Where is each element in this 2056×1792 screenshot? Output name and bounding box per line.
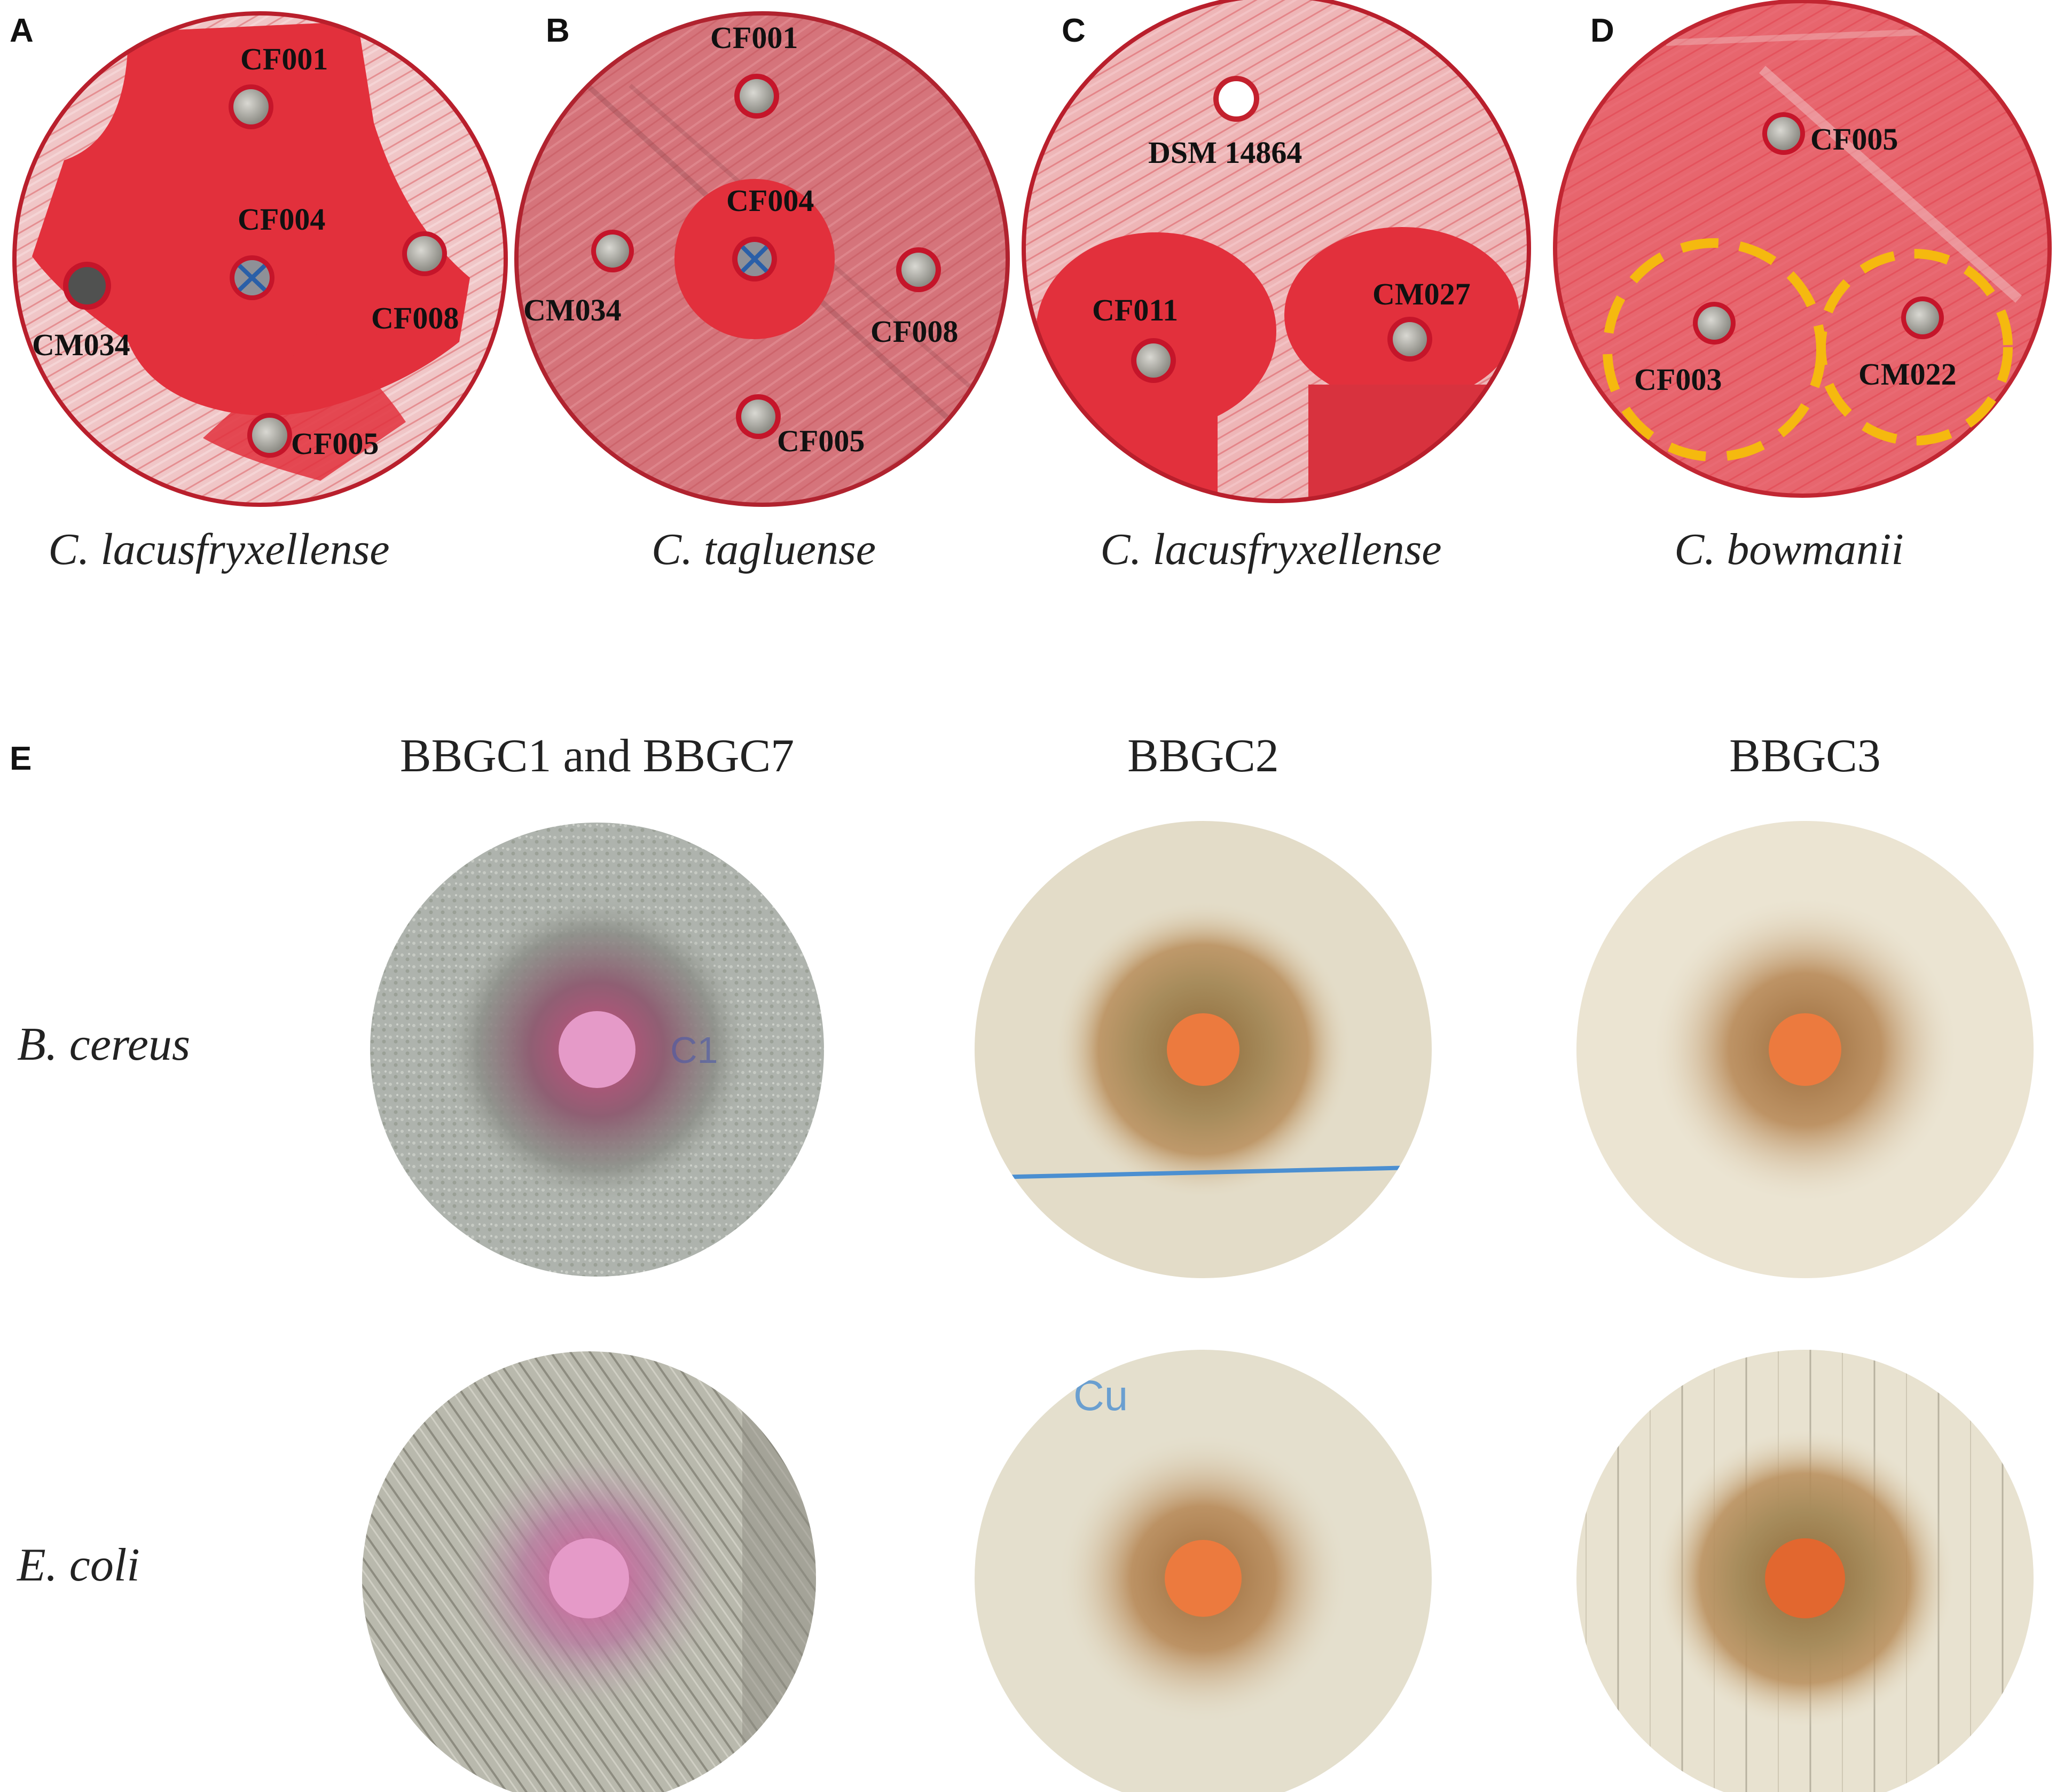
plate-e-bcereus-bbgc1: C1: [370, 823, 824, 1277]
disc-b-cf001: [734, 74, 779, 119]
disc-a-cf001: [229, 84, 273, 129]
disc-c-cm027: [1387, 317, 1432, 362]
caption-b: C. tagluense: [652, 525, 876, 574]
column-title-bbgc1-bbgc7: BBGC1 and BBGC7: [399, 730, 795, 782]
label-b-cf004: CF004: [726, 183, 814, 218]
label-a-cf004: CF004: [238, 202, 325, 237]
disc-b-cf008: [896, 247, 941, 292]
column-title-bbgc2: BBGC2: [1127, 730, 1279, 782]
panel-letter-e: E: [10, 740, 32, 777]
disc-d-cf005: [1762, 112, 1805, 155]
plate-e-ecoli-bbgc3: [1576, 1350, 2034, 1792]
highlight-circle-cm022: [1816, 249, 2013, 445]
svg-text:C1: C1: [670, 1029, 718, 1071]
plate-d: [1553, 0, 2052, 498]
caption-d: C. bowmanii: [1674, 525, 1904, 574]
disc-a-cf005: [247, 413, 292, 458]
plate-e-ecoli-bbgc1: [362, 1351, 816, 1792]
caption-a: C. lacusfryxellense: [48, 525, 390, 574]
row-label-bcereus: B. cereus: [17, 1019, 191, 1070]
caption-c: C. lacusfryxellense: [1100, 525, 1442, 574]
panel-letter-c: C: [1062, 12, 1086, 49]
disc-b-cm034: [591, 230, 634, 272]
label-d-cf003: CF003: [1634, 362, 1722, 397]
label-b-cf005: CF005: [777, 424, 865, 458]
panel-letter-a: A: [10, 12, 34, 49]
panel-letter-d: D: [1590, 12, 1614, 49]
row-label-ecoli: E. coli: [17, 1539, 140, 1591]
panel-letter-b: B: [546, 12, 570, 49]
label-c-cm027: CM027: [1372, 277, 1471, 311]
svg-text:Cu: Cu: [1073, 1372, 1128, 1419]
label-c-cf011: CF011: [1092, 293, 1178, 327]
column-title-bbgc3: BBGC3: [1729, 730, 1881, 782]
disc-d-cm022: [1901, 296, 1944, 339]
plate-c: [1022, 0, 1531, 503]
plate-e-bcereus-bbgc3: [1576, 821, 2034, 1278]
label-a-cf008: CF008: [371, 301, 459, 335]
plate-e-ecoli-bbgc2: Cu: [975, 1350, 1432, 1792]
plate-e-bcereus-bbgc2: [975, 821, 1432, 1278]
disc-b-cf005: [736, 394, 781, 439]
disc-a-cf008: [402, 231, 447, 276]
label-d-cf005: CF005: [1810, 122, 1898, 156]
label-b-cf001: CF001: [710, 20, 798, 55]
label-a-cf005: CF005: [291, 426, 379, 461]
label-b-cf008: CF008: [870, 314, 958, 349]
disc-c-cf011: [1131, 338, 1176, 383]
disc-c-dsm14864: [1213, 76, 1259, 122]
label-a-cf001: CF001: [240, 42, 328, 76]
label-a-cm034: CM034: [32, 327, 130, 362]
label-d-cm022: CM022: [1858, 357, 1957, 392]
label-b-cm034: CM034: [523, 293, 622, 327]
disc-d-cf003: [1693, 302, 1736, 345]
label-c-dsm14864: DSM 14864: [1148, 135, 1302, 170]
disc-b-cf004: [732, 237, 777, 281]
disc-a-cm034: [63, 262, 111, 310]
disc-a-cf004: [230, 255, 274, 300]
